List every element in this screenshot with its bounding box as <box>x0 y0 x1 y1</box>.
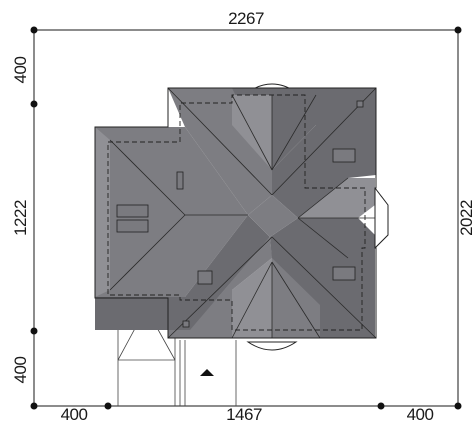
dimension-tick-top-left <box>30 26 38 34</box>
skylight <box>332 148 356 163</box>
dimension-lines <box>30 26 462 410</box>
chimney <box>356 100 364 108</box>
skylight <box>197 270 213 285</box>
dimension-top-total: 2267 <box>228 9 264 28</box>
dimension-tick-top-right <box>454 26 462 34</box>
dimension-tick-left-2 <box>30 327 38 335</box>
dimension-left-bottom: 400 <box>11 357 30 384</box>
dimension-tick-bottom-2 <box>377 402 385 410</box>
dimension-right-total: 2022 <box>457 200 473 236</box>
dimension-tick-left-1 <box>30 100 38 108</box>
dimension-left-middle: 1222 <box>11 200 30 236</box>
dimension-tick-bottom-1 <box>104 402 112 410</box>
dimension-bottom-left: 400 <box>61 405 88 421</box>
dimension-bottom-right: 400 <box>407 405 434 421</box>
dimension-bottom-middle: 1467 <box>226 405 262 421</box>
roof <box>94 87 377 339</box>
entrance-arrow-icon <box>200 369 214 376</box>
chimney <box>182 320 190 328</box>
skylight <box>116 204 149 218</box>
dimension-tick-bottom-left <box>30 402 38 410</box>
bottom-bay-window <box>246 341 298 351</box>
skylight <box>176 171 184 190</box>
skylight <box>116 219 149 233</box>
dimension-left-top: 400 <box>11 57 30 84</box>
right-bay-window <box>374 186 389 250</box>
dimension-tick-bottom-right <box>454 402 462 410</box>
wall-outline-dashed <box>107 94 366 331</box>
skylight <box>332 266 356 281</box>
